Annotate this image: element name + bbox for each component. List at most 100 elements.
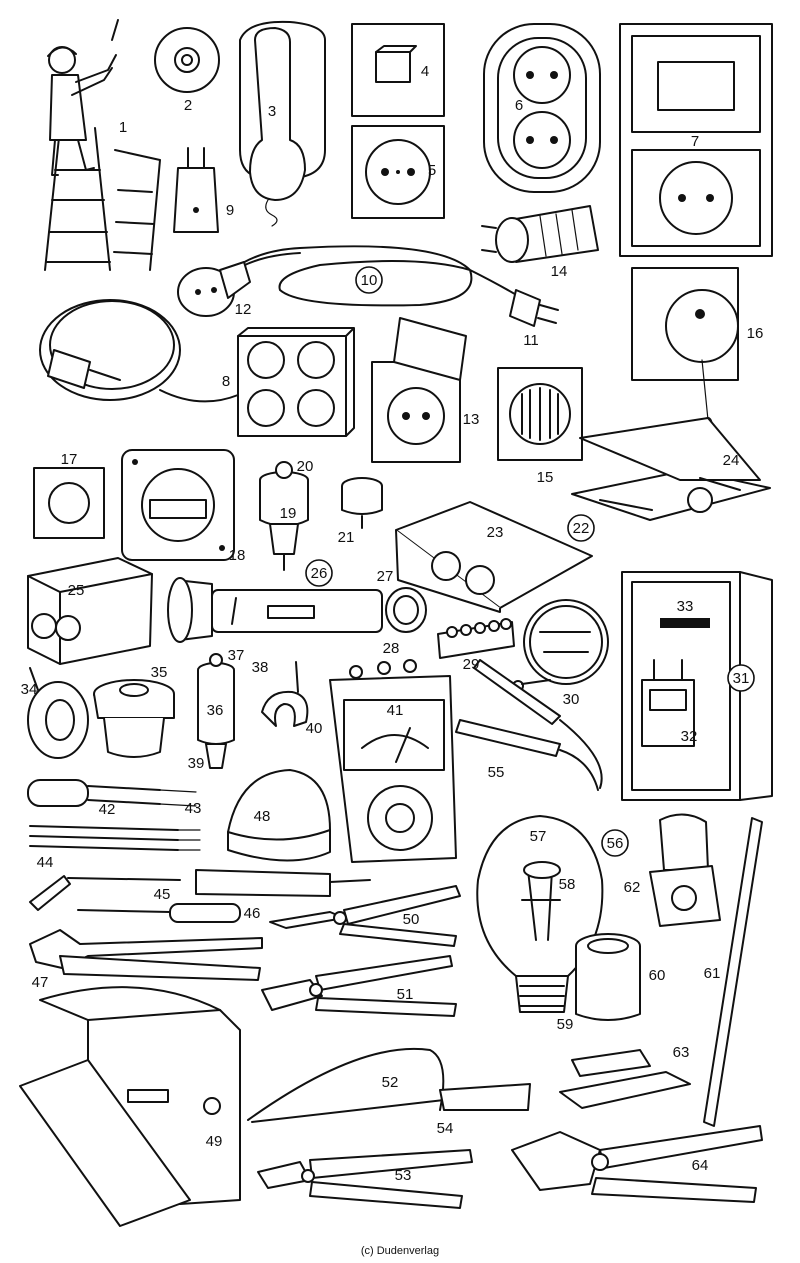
part-label: 14 [551, 263, 568, 280]
water-pump-pliers-drawing [29, 929, 263, 981]
part-label: 39 [188, 755, 205, 772]
terminal-block-drawing [437, 618, 515, 659]
part-label: 20 [297, 458, 314, 475]
part-label: 41 [387, 702, 404, 719]
light-bulb-drawing [476, 815, 604, 1013]
light-switch-drawing [351, 23, 445, 117]
part-label: 13 [463, 411, 480, 428]
circled-label-ring [305, 559, 333, 587]
fuse-cartridge-drawing [197, 653, 235, 769]
torch-flashlight-drawing [167, 577, 427, 643]
double-socket-drawing [483, 23, 601, 193]
single-socket-drawing [351, 125, 445, 219]
part-label: 31 [733, 670, 750, 687]
tube-holder-drawing [649, 813, 721, 927]
circled-label-ring [601, 829, 629, 857]
test-probes-drawing [455, 659, 603, 791]
cable-conductors-drawing [27, 779, 197, 807]
screw-fuse-drawing [259, 461, 309, 571]
soldering-iron-drawing [29, 869, 371, 911]
part-label: 10 [361, 272, 378, 289]
wire-coil-drawing [512, 599, 609, 692]
insulating-tape-drawing [27, 667, 89, 759]
tool-case-drawing [19, 986, 241, 1227]
pull-switch-drawing [631, 267, 739, 435]
part-label: 59 [557, 1016, 574, 1033]
weatherproof-socket-drawing [371, 317, 467, 463]
part-label: 8 [222, 373, 230, 390]
part-label: 35 [151, 664, 168, 681]
part-label: 28 [383, 640, 400, 657]
part-label: 46 [244, 905, 261, 922]
part-label: 15 [537, 469, 554, 486]
switch-socket-combination-drawing [619, 23, 773, 257]
part-label: 25 [68, 582, 85, 599]
part-label: 36 [207, 702, 224, 719]
part-label: 11 [523, 332, 539, 349]
stripping-knife-drawing [559, 1049, 691, 1109]
part-label: 16 [747, 325, 764, 342]
hacksaw-drawing [247, 1047, 531, 1123]
part-label: 61 [704, 965, 721, 982]
part-label: 22 [573, 520, 590, 537]
part-label: 47 [32, 974, 49, 991]
part-label: 5 [428, 162, 436, 179]
part-label: 52 [382, 1074, 399, 1091]
fuse-base-drawing [93, 679, 175, 758]
coiled-cable-drawing [39, 299, 239, 403]
part-label: 24 [723, 452, 740, 469]
part-label: 17 [61, 451, 78, 468]
part-label: 30 [563, 691, 580, 708]
part-label: 45 [154, 886, 171, 903]
part-label: 64 [692, 1157, 709, 1174]
part-label: 1 [119, 119, 127, 136]
part-number-labels: 1 2 3 4 5 6 7 8 9 10 11 12 13 14 15 16 1… [21, 63, 764, 1184]
combination-pliers-drawing [257, 1149, 473, 1209]
part-label: 3 [268, 103, 276, 120]
cable-plug-drawing [509, 289, 559, 327]
diagonal-cutters-drawing [261, 955, 457, 1017]
part-label: 19 [280, 505, 297, 522]
vent-grille-drawing [497, 367, 583, 461]
part-label: 33 [677, 598, 694, 615]
safety-helmet-drawing [227, 769, 331, 862]
rotary-switch-drawing [121, 449, 235, 561]
part-label: 37 [228, 647, 245, 664]
part-label: 6 [515, 97, 523, 114]
multi-socket-drawing [237, 327, 355, 437]
part-label: 56 [607, 835, 624, 852]
part-label: 29 [463, 656, 480, 673]
part-label: 12 [235, 301, 252, 318]
ceiling-rose-drawing [154, 27, 220, 93]
part-label: 7 [691, 133, 699, 150]
part-label: 42 [99, 801, 116, 818]
floor-socket-drawing [395, 501, 593, 613]
multimeter-drawing [329, 659, 457, 863]
screwdriver-drawing [77, 903, 241, 923]
part-label: 4 [421, 63, 429, 80]
part-label: 49 [206, 1133, 223, 1150]
part-label: 43 [185, 800, 202, 817]
part-label: 34 [21, 681, 38, 698]
surface-double-socket-drawing [27, 557, 153, 665]
flush-switch-drawing [33, 467, 105, 539]
part-label: 51 [397, 986, 414, 1003]
part-label: 32 [681, 728, 698, 745]
part-label: 27 [377, 568, 394, 585]
part-label: 53 [395, 1167, 412, 1184]
coupling-socket-drawing [177, 261, 251, 317]
electrician-on-ladder-drawing [44, 19, 161, 271]
part-label: 54 [437, 1120, 454, 1137]
part-label: 48 [254, 808, 271, 825]
insulated-wires-drawing [29, 825, 201, 851]
part-label: 2 [184, 97, 192, 114]
cable-clip-drawing [261, 661, 309, 727]
rubber-plug-drawing [481, 205, 599, 263]
part-label: 26 [311, 565, 328, 582]
part-label: 40 [306, 720, 323, 737]
part-label: 18 [229, 547, 246, 564]
part-label: 62 [624, 879, 641, 896]
circled-label-ring [567, 514, 595, 542]
wall-telephone-drawing [239, 20, 326, 227]
